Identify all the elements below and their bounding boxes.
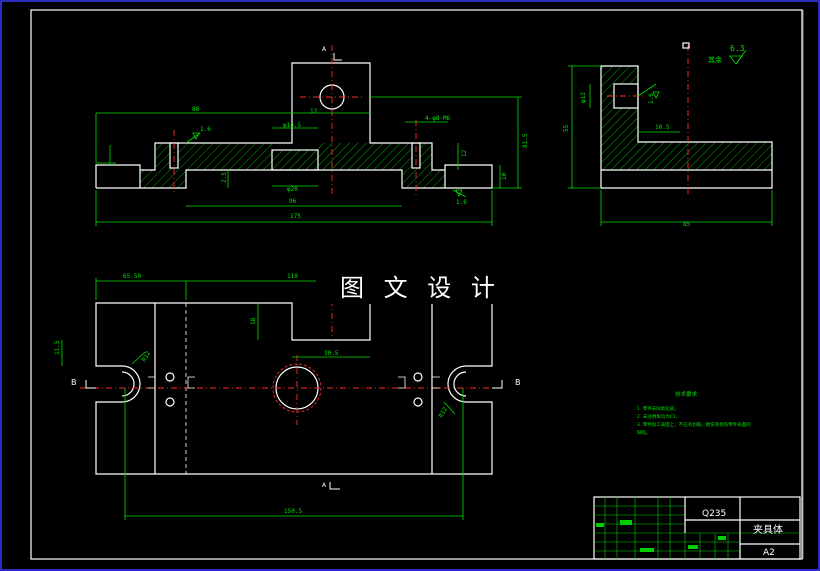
side-dim-height: 55 [563,124,570,132]
section-mark-a-bottom: A [322,482,327,489]
section-mark-b-left: B [71,378,77,387]
side-dim-offset: 10.5 [655,124,670,131]
dim-step: 12 [310,108,318,115]
note-1: 1. 零件去除氧化皮。 [637,405,679,412]
drawing-frame [30,9,803,560]
note-4: 缺陷。 [637,429,651,436]
side-view: 55 φ12 10.5 85 1.6 [563,45,773,228]
dim-small-b: 10 [501,172,508,180]
dim-height: 81.5 [522,133,529,148]
plan-dim-tab-width: 30.5 [324,350,339,357]
section-mark-b-right: B [515,378,521,387]
section-hatch [140,143,445,188]
counterbore-outline [271,149,319,171]
side-hatch [601,66,772,170]
technical-notes: 技术要求 1. 零件去除氧化皮。 2. 未注倒角均为C1。 3. 零件加工表面上… [637,390,751,436]
plan-dim-edge: 11.5 [54,340,61,355]
plan-dim-tab-height: 18 [250,317,257,325]
plan-dim-left: 65.50 [123,273,141,280]
plan-view: 65.50 110 18 30.5 11.5 R12 R12 150.5 B B… [54,273,521,520]
roughness-front-right: 1.6 [456,199,467,206]
note-2: 2. 未注倒角均为C1。 [637,413,680,420]
roughness-general-note: 其余 [708,55,722,64]
watermark-backdrop [316,268,496,304]
dim-upper-width: 88 [192,106,200,113]
plan-dim-bottom: 150.5 [284,508,302,515]
title-block-frame [593,496,801,560]
title-block: Q235 夹具体 A2 [593,496,801,560]
dim-holes: 4-φ8-M6 [425,115,451,122]
roughness-general-value: 6.3 [730,44,745,53]
plan-dim-r-left: R12 [141,350,153,363]
dim-small-c: 2.5 [221,172,228,183]
title-sheet-size: A2 [763,548,775,558]
note-3: 3. 零件加工表面上，不应有划痕、擦伤等损伤零件表面的 [637,421,751,428]
watermark-text: 图 文 设 计 [340,274,501,302]
title-part-name: 夹具体 [753,523,783,536]
dim-bore: φ20 [287,186,298,193]
title-material: Q235 [702,509,726,519]
dim-slot-width: 96 [289,198,297,205]
roughness-box-icon [682,42,690,49]
roughness-side: 1.6 [648,93,655,104]
roughness-symbol-icon [729,55,743,65]
dim-small-a: 12 [461,149,468,157]
front-section-view: 175 88 96 φ20 φ14.5 4-φ8-M6 81.5 12 12 1… [95,45,529,226]
notes-title: 技术要求 [675,390,698,398]
dim-overall-width: 175 [290,213,301,220]
plan-dim-r-right: R12 [438,406,450,419]
side-dim-width: 85 [683,221,691,228]
general-roughness: 6.3 其余 [682,42,747,65]
front-outline [95,62,493,189]
side-dim-hole: φ12 [580,92,587,103]
roughness-front-left: 1.6 [200,126,211,133]
section-mark-a-top: A [322,46,327,53]
dim-counterbore: φ14.5 [283,122,301,129]
plan-outline [95,302,493,475]
plan-dim-right: 110 [287,273,298,280]
